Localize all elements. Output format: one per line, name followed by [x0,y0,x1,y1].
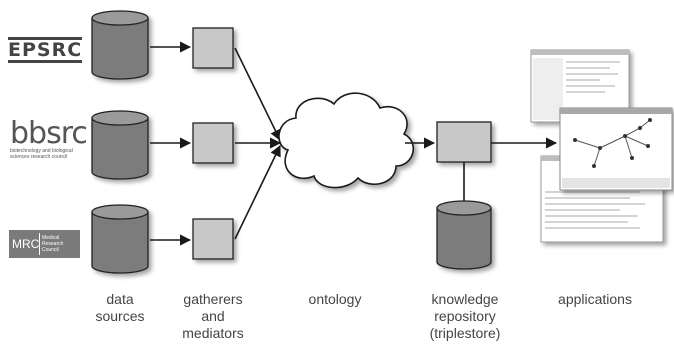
gatherer-box-3 [192,218,234,260]
epsrc-logo: EPSRC [8,37,83,63]
gatherer-box-1 [192,27,234,69]
label-knowledge-repository: knowledge repository (triplestore) [429,291,501,341]
triplestore-cylinder [436,200,492,270]
mrc-logo-abbr: MRC [12,237,40,251]
data-source-cylinder-epsrc [91,10,149,80]
bbsrc-logo-tagline: biotechnology and biological sciences re… [10,148,73,160]
application-screenshot-front [559,107,673,191]
bbsrc-logo: bbsrc biotechnology and biological scien… [10,116,88,161]
mrc-logo-full-name: Medical Research Council [41,235,64,253]
label-ontology: ontology [308,291,362,307]
gatherer-box-2 [192,122,234,164]
label-gatherers-and-mediators: gatherers and mediators [182,291,244,341]
arrow-gatherer-to-ontology-3 [234,144,281,240]
ontology-cloud [278,92,415,189]
label-data-sources: data sources [95,291,145,324]
arrow-gatherer-to-ontology-1 [234,47,281,142]
data-source-cylinder-bbsrc [91,110,149,180]
bbsrc-logo-wordmark: bbsrc [10,116,88,151]
label-applications: applications [558,291,632,307]
mrc-logo: MRC Medical Research Council [9,230,80,258]
repository-box [436,121,492,163]
mrc-logo-separator [39,233,40,255]
data-source-cylinder-mrc [91,204,149,274]
